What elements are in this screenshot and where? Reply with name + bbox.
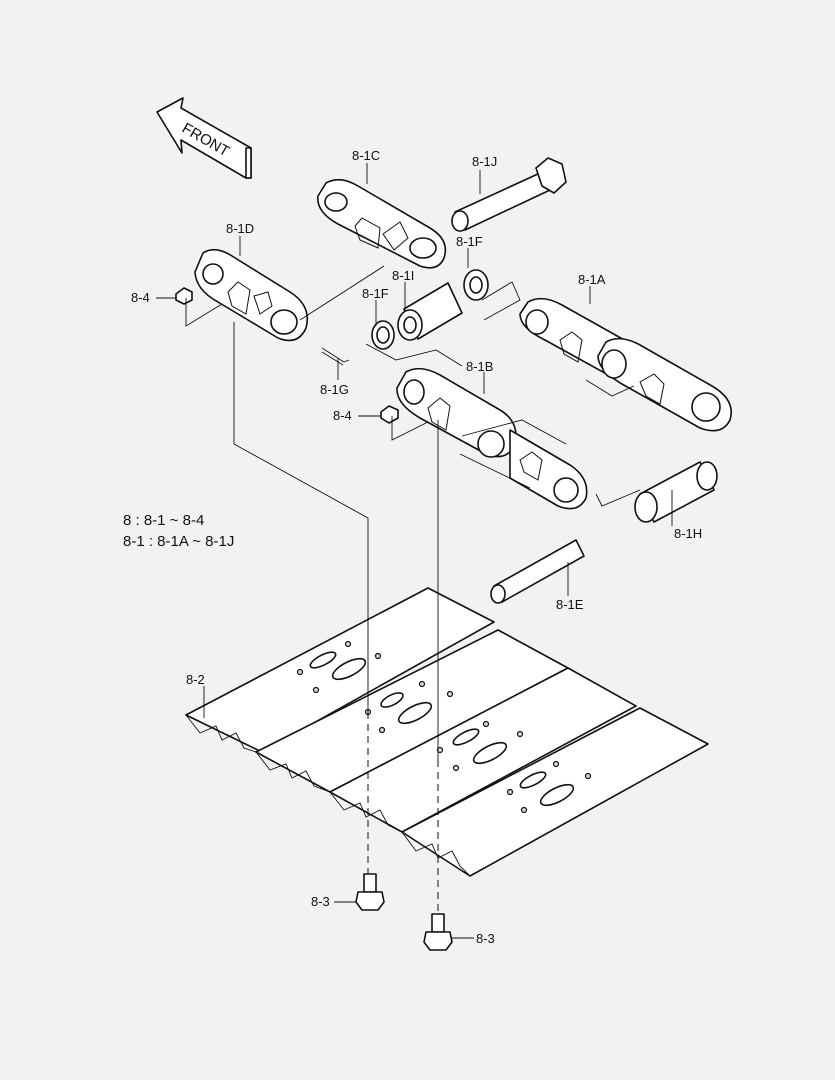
legend-line-1: 8 : 8-1 ~ 8-4 xyxy=(123,512,205,529)
label-8-1G: 8-1G xyxy=(320,382,349,397)
bushing-8-1I xyxy=(397,282,463,341)
label-8-1F-top: 8-1F xyxy=(456,234,483,249)
label-8-4-top: 8-4 xyxy=(131,290,150,305)
link-8-1A xyxy=(519,297,732,432)
track-shoes-8-2 xyxy=(185,587,709,877)
cotter-8-1G xyxy=(321,347,350,363)
legend-line-2: 8-1 : 8-1A ~ 8-1J xyxy=(123,533,235,550)
label-8-3-left: 8-3 xyxy=(311,894,330,909)
label-8-1C: 8-1C xyxy=(352,148,380,163)
bolt-8-3-left xyxy=(355,873,385,911)
front-arrow: FRONT xyxy=(156,97,252,179)
label-8-1F-mid: 8-1F xyxy=(362,286,389,301)
label-8-2: 8-2 xyxy=(186,672,205,687)
assembly-lines xyxy=(156,163,673,939)
legend: 8 : 8-1 ~ 8-4 8-1 : 8-1A ~ 8-1J xyxy=(123,510,234,552)
link-8-1C xyxy=(317,178,447,269)
label-8-1B: 8-1B xyxy=(466,359,493,374)
label-8-1A: 8-1A xyxy=(578,272,606,287)
label-8-1D: 8-1D xyxy=(226,221,254,236)
label-8-1I: 8-1I xyxy=(392,268,414,283)
link-8-1D xyxy=(194,248,309,342)
seal-8-1F-top xyxy=(463,269,489,301)
bolt-8-3-right xyxy=(423,913,453,951)
label-8-1E: 8-1E xyxy=(556,597,584,612)
label-8-1J: 8-1J xyxy=(472,154,497,169)
nut-8-4-top xyxy=(175,287,193,305)
label-8-4-mid: 8-4 xyxy=(333,408,352,423)
bushing-8-1H xyxy=(634,461,718,523)
nut-8-4-mid xyxy=(380,405,399,424)
label-8-1H: 8-1H xyxy=(674,526,702,541)
pin-8-1J xyxy=(451,157,567,232)
link-8-1B xyxy=(396,367,588,510)
label-8-3-right: 8-3 xyxy=(476,931,495,946)
seal-8-1F-mid xyxy=(371,320,395,350)
pin-8-1E xyxy=(490,539,585,604)
